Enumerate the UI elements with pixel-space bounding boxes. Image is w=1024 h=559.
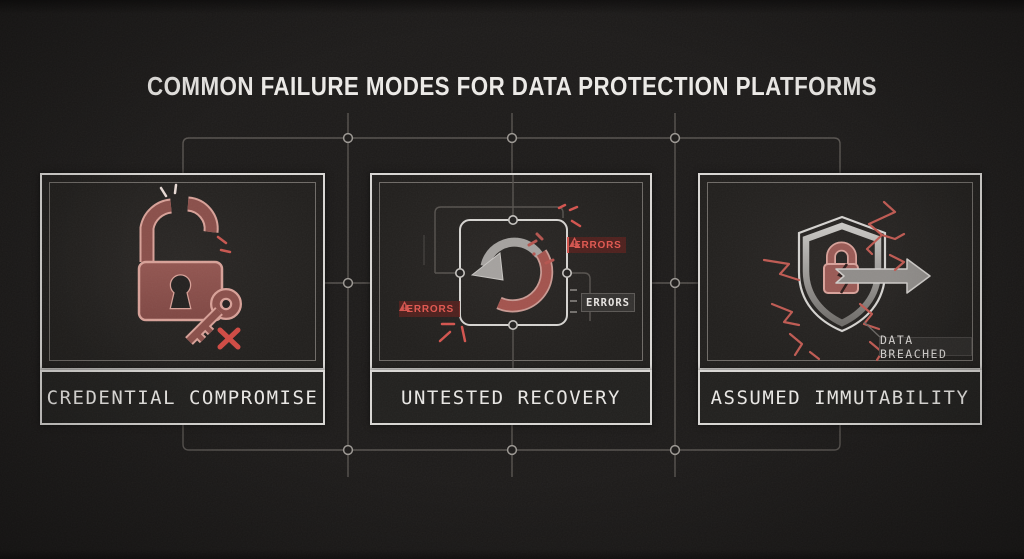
card-label-text: CREDENTIAL COMPROMISE	[46, 386, 319, 409]
card-assumed-immutability: DATA BREACHED ASSUMED IMMUTABILITY	[698, 173, 982, 425]
assumed-immutability-icon-area: DATA BREACHED	[698, 173, 982, 370]
errors-badge-left: ERRORS	[399, 301, 460, 317]
errors-badge-right: ERRORS	[581, 293, 635, 312]
card-label-text: UNTESTED RECOVERY	[401, 386, 621, 409]
card-credential-compromise: CREDENTIAL COMPROMISE	[40, 173, 325, 425]
card-label-credential-compromise: CREDENTIAL COMPROMISE	[40, 370, 325, 425]
broken-padlock-and-key-icon	[137, 183, 242, 350]
card-label-text: ASSUMED IMMUTABILITY	[710, 386, 970, 409]
x-mark-icon	[217, 327, 241, 350]
broken-recovery-loop-icon	[423, 175, 591, 368]
data-breached-text: DATA BREACHED	[880, 332, 948, 361]
break-spark-icon	[159, 183, 178, 198]
errors-badge-text: ERRORS	[406, 303, 454, 315]
red-spark-icon	[216, 235, 232, 254]
card-untested-recovery: ERRORS ERRORS ERRORS UNTESTED RECOVERY	[370, 173, 652, 425]
card-label-untested-recovery: UNTESTED RECOVERY	[370, 370, 652, 425]
untested-recovery-icon-area: ERRORS ERRORS ERRORS	[370, 173, 652, 370]
errors-badge-text: ERRORS	[586, 296, 630, 309]
data-breached-badge: DATA BREACHED	[879, 333, 972, 361]
errors-badge-text: ERRORS	[574, 239, 622, 251]
card-label-assumed-immutability: ASSUMED IMMUTABILITY	[698, 370, 982, 425]
credential-compromise-icon-area	[40, 173, 325, 370]
warning-triangle-icon	[569, 237, 580, 247]
errors-badge-top-right: ERRORS	[567, 237, 626, 253]
warning-triangle-icon	[399, 301, 410, 311]
page-title: COMMON FAILURE MODES FOR DATA PROTECTION…	[147, 71, 877, 101]
